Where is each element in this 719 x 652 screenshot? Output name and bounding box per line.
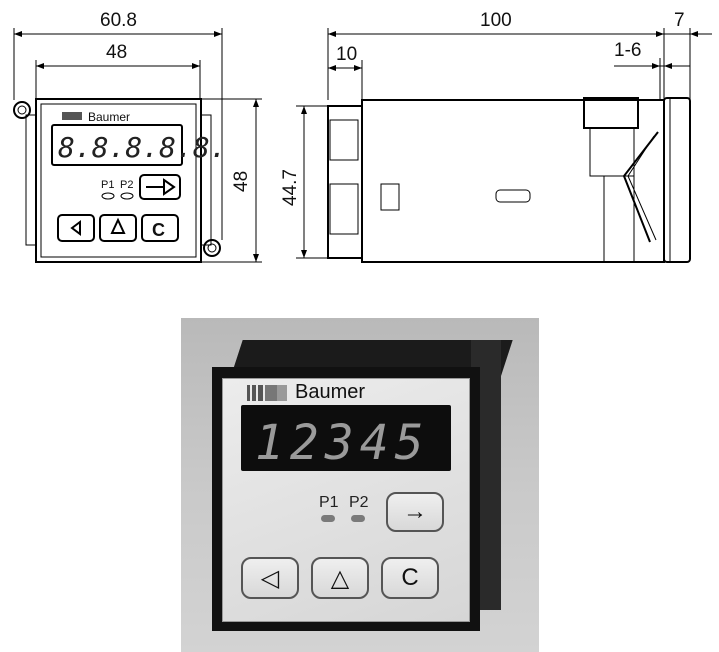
drawing-left-button (57, 214, 95, 242)
led-display: 12345 (241, 405, 451, 471)
mounting-screw-icon (13, 101, 31, 119)
drawing-led1-label: P1 (101, 179, 114, 191)
device-photo: Baumer 12345 P1 P2 → ◁ △ C (181, 318, 539, 652)
mounting-screw-icon (203, 239, 221, 257)
dim-front-panel-width: 48 (106, 42, 127, 63)
led1-indicator (321, 515, 335, 522)
triangle-left-icon: ◁ (260, 564, 280, 592)
left-button[interactable]: ◁ (241, 557, 299, 599)
c-button-label: C (401, 564, 419, 591)
drawing-c-button (141, 214, 179, 242)
side-view-device (327, 97, 691, 263)
dim-side-front-depth: 7 (674, 10, 685, 31)
dim-front-overall-width: 60.8 (100, 10, 137, 31)
dim-side-panel-thickness: 1-6 (614, 40, 641, 61)
front-view-dimensions: 60.8 48 48 (13, 10, 262, 263)
c-button[interactable]: C (381, 557, 439, 599)
drawing-brand: Baumer (88, 110, 130, 124)
drawing-display-digits: 8.8.8.8.8. (58, 131, 227, 164)
drawing-arrow-button (139, 174, 181, 200)
arrow-right-icon: → (403, 498, 427, 525)
front-view-device: Baumer 8.8.8.8.8. P1 P2 C (13, 98, 227, 263)
brand-name: Baumer (295, 381, 366, 403)
up-button[interactable]: △ (311, 557, 369, 599)
dim-side-bezel: 10 (336, 44, 357, 65)
triangle-up-icon: △ (330, 564, 350, 592)
baumer-logo-icon (247, 385, 287, 401)
display-digits: 12345 (255, 415, 430, 471)
arrow-right-button[interactable]: → (386, 492, 444, 532)
dim-side-height: 44.7 (280, 169, 301, 206)
led1-label: P1 (319, 494, 339, 511)
led2-indicator (351, 515, 365, 522)
svg-text:C: C (152, 220, 165, 240)
faceplate: Baumer 12345 P1 P2 → ◁ △ C (222, 378, 470, 622)
drawing-led2-label: P2 (120, 179, 133, 191)
logo-icon (62, 112, 82, 120)
drawing-up-button (99, 214, 137, 242)
led2-label: P2 (349, 494, 369, 511)
side-view-dimensions: 100 7 10 1-6 44.7 (280, 10, 712, 259)
dim-side-length: 100 (480, 10, 512, 31)
dim-front-height: 48 (231, 171, 252, 192)
